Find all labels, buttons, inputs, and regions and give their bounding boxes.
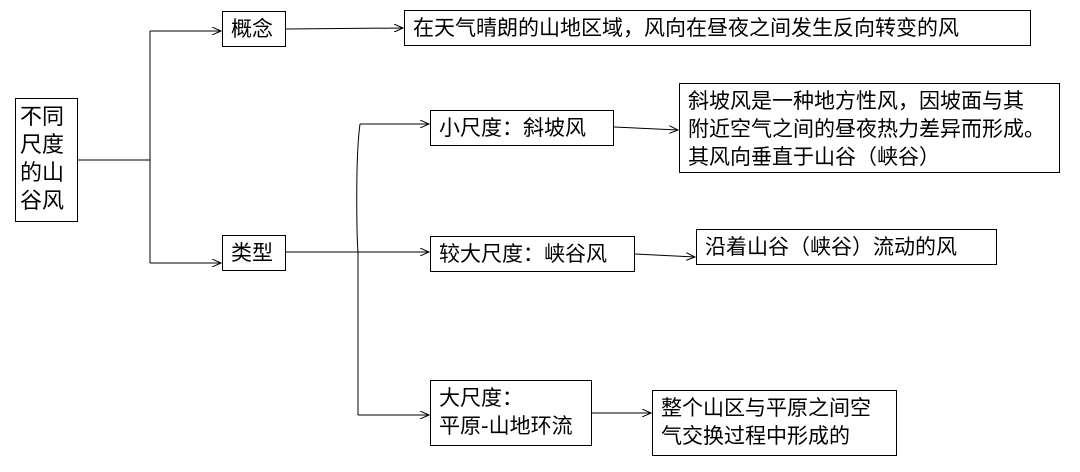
root-topic-box: 不同 尺度 的山 谷风 [15, 98, 78, 222]
large-scale-node: 大尺度： 平原-山地环流 [430, 380, 592, 446]
arrow-medium-description [634, 254, 695, 257]
small-scale-description-line-3: 其风向垂直于山谷（峡谷） [688, 145, 940, 169]
medium-scale-description-node: 沿着山谷（峡谷）流动的风 [696, 229, 997, 265]
medium-scale-label: 较大尺度：峡谷风 [439, 242, 607, 266]
concept-node: 概念 [222, 11, 286, 47]
arrow-small-description [613, 127, 678, 130]
large-scale-label-line-2: 平原-山地环流 [439, 414, 573, 438]
small-scale-description-line-1: 斜坡风是一种地方性风，因坡面与其 [688, 89, 1024, 113]
root-topic-line-1: 不同 [20, 105, 65, 130]
root-topic-line-4: 谷风 [20, 189, 65, 214]
type-label: 类型 [231, 241, 273, 265]
large-scale-description-node: 整个山区与平原之间空 气交换过程中形成的 [652, 390, 897, 456]
small-scale-description-node: 斜坡风是一种地方性风，因坡面与其 附近空气之间的昼夜热力差异而形成。 其风向垂直… [679, 83, 1060, 173]
large-scale-description-line-2: 气交换过程中形成的 [661, 424, 850, 448]
small-scale-label: 小尺度：斜坡风 [439, 116, 586, 140]
concept-definition-text: 在天气晴朗的山地区域，风向在昼夜之间发生反向转变的风 [413, 16, 959, 40]
type-branch-vertical [356, 123, 361, 415]
concept-definition-node: 在天气晴朗的山地区域，风向在昼夜之间发生反向转变的风 [404, 10, 1031, 46]
large-scale-label-line-1: 大尺度： [439, 386, 523, 410]
type-node: 类型 [222, 235, 286, 271]
large-scale-description-line-1: 整个山区与平原之间空 [661, 396, 871, 420]
concept-label: 概念 [231, 17, 273, 41]
small-scale-node: 小尺度：斜坡风 [430, 110, 614, 146]
small-scale-description-line-2: 附近空气之间的昼夜热力差异而形成。 [688, 117, 1045, 141]
arrow-concept-definition [285, 28, 403, 29]
medium-scale-description-text: 沿着山谷（峡谷）流动的风 [705, 235, 957, 259]
root-topic-line-3: 的山 [20, 161, 65, 186]
root-topic-line-2: 尺度 [20, 133, 65, 158]
medium-scale-node: 较大尺度：峡谷风 [430, 236, 635, 272]
